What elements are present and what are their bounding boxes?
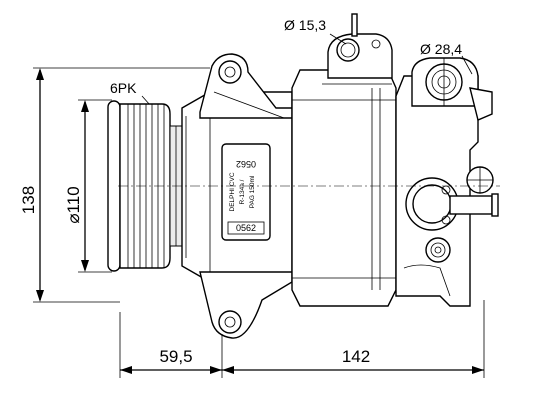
height-dimension-label: 138	[19, 186, 38, 214]
port-large-label: Ø 28,4	[420, 41, 462, 57]
control-valve	[405, 166, 499, 231]
port-small-label: Ø 15,3	[284, 17, 326, 33]
nameplate-line3: PAG 150ml	[249, 175, 256, 208]
nameplate-code-top: 0562	[236, 159, 256, 169]
bottom-dimensions: 59,5 142	[119, 300, 485, 378]
nameplate-code-bottom: 0562	[236, 223, 256, 233]
nameplate-line2: R-134a /	[239, 179, 246, 204]
nameplate-line1: DELPHI CVC	[229, 172, 236, 211]
pulley-diameter-label: ⌀110	[64, 186, 83, 223]
body-length-label: 142	[342, 347, 370, 366]
pulley-offset-label: 59,5	[159, 347, 192, 366]
nameplate: 0562 DELPHI CVC R-134a / PAG 150ml 0562	[221, 143, 271, 241]
height-dimension: 138	[19, 67, 210, 303]
pulley-diameter-dimension: ⌀110	[64, 99, 112, 273]
belt-profile-label: 6PK	[110, 80, 137, 96]
